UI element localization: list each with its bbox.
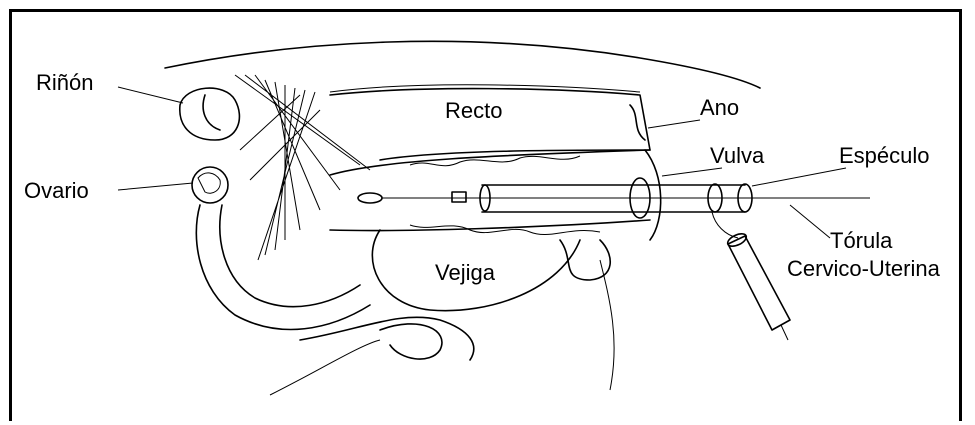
- swab-cord: [712, 212, 738, 238]
- leader-vulva: [662, 168, 722, 176]
- label-recto: Recto: [445, 100, 502, 122]
- vagina-upper: [330, 150, 650, 175]
- pelvic-lower: [380, 324, 442, 359]
- kidney-shape: [180, 88, 240, 140]
- swab-tube: [728, 236, 790, 330]
- ovary-texture: [198, 173, 220, 193]
- label-ovario: Ovario: [24, 180, 89, 202]
- label-ano: Ano: [700, 97, 739, 119]
- leader-torula: [790, 205, 830, 238]
- bladder-lower: [560, 240, 610, 280]
- label-vejiga: Vejiga: [435, 262, 495, 284]
- back-outline: [165, 41, 760, 88]
- label-cervico-uterina: Cervico-Uterina: [787, 258, 940, 280]
- label-vulva: Vulva: [710, 145, 764, 167]
- ligament-lines: [235, 75, 370, 260]
- pelvic-floor: [300, 317, 474, 360]
- label-torula: Tórula: [830, 230, 892, 252]
- uterine-horn-inner: [220, 205, 360, 307]
- vagina-folds: [410, 156, 600, 235]
- vulva-shape: [645, 150, 661, 240]
- leader-ano: [648, 120, 700, 128]
- uterine-horn: [196, 205, 370, 329]
- leader-rinon: [118, 87, 183, 103]
- vagina-lower: [330, 220, 650, 231]
- ovary-shape: [192, 167, 228, 203]
- label-especulo: Espéculo: [839, 145, 930, 167]
- label-rinon: Riñón: [36, 72, 93, 94]
- swab-tip: [358, 193, 382, 203]
- swab-tube-tip: [781, 325, 788, 340]
- leader-ovario: [118, 183, 193, 190]
- cervix-plug: [452, 192, 466, 202]
- leader-especulo: [752, 168, 846, 186]
- kidney-hilum: [203, 95, 220, 130]
